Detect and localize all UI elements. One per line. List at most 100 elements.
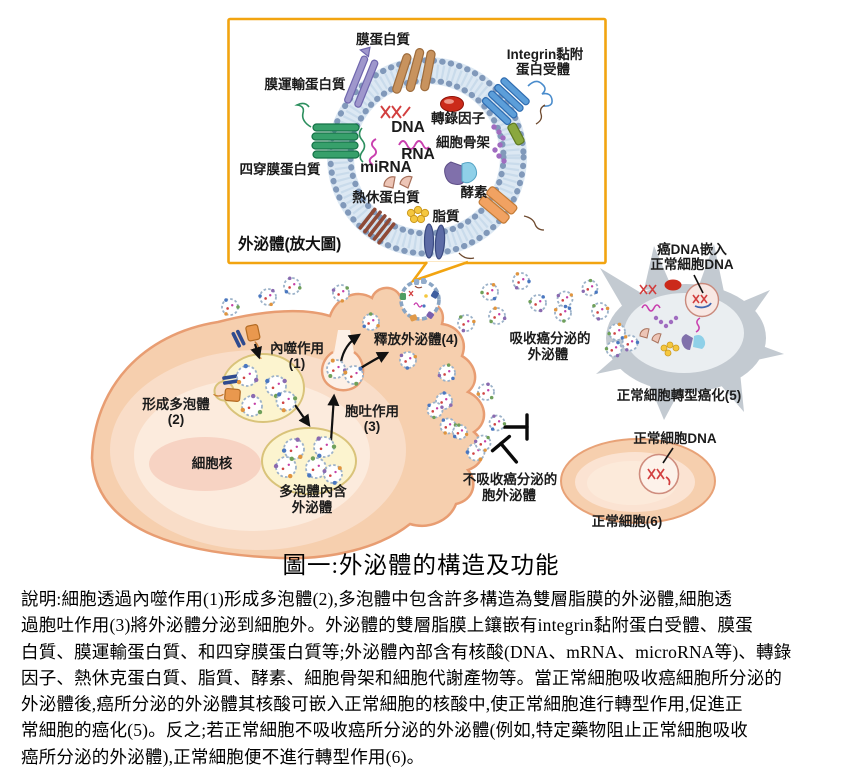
membrane-protein-navy-icon xyxy=(423,223,446,260)
mvb-transfer-arrow xyxy=(294,404,311,427)
label-cancer-dna-line2: 正常細胞DNA xyxy=(650,257,734,272)
exosome-vesicle xyxy=(488,306,507,325)
exosome-vesicle xyxy=(437,363,456,382)
label-nucleus: 細胞核 xyxy=(191,456,233,471)
label-enzyme: 酵素 xyxy=(460,185,488,200)
label-endocytosis: 內噬作用 xyxy=(270,341,324,356)
exosome-vesicle xyxy=(553,304,572,323)
exosome-vesicle xyxy=(265,375,287,399)
exosome-vesicle xyxy=(528,294,547,313)
dna-icon xyxy=(380,105,411,119)
label-exocytosis-num: (3) xyxy=(363,419,381,434)
label-exocytosis: 胞吐作用 xyxy=(345,404,399,419)
label-integrin-line2: 蛋白受體 xyxy=(516,62,570,77)
inhibition-symbol-2 xyxy=(490,434,519,464)
exosome-vesicle xyxy=(556,290,574,309)
cancer-dna-inclusion xyxy=(684,282,720,318)
membrane-transport-protein-icon xyxy=(344,46,379,108)
membrane-protein-orange-icon xyxy=(478,186,518,224)
dna-icon xyxy=(639,284,657,295)
label-heat-shock-protein: 熱休蛋白質 xyxy=(352,190,420,205)
normal-dna-pointer-line xyxy=(662,447,674,464)
label-cancer-dna-line1: 癌DNA嵌入 xyxy=(657,242,727,257)
description-line: 說明:細胞透過內噬作用(1)形成多泡體(2),多泡體中包含許多構造為雙層脂膜的外… xyxy=(21,589,733,609)
nucleus-shape xyxy=(149,437,261,491)
exosome-vesicle xyxy=(331,284,350,303)
exosome-magnified xyxy=(327,57,527,257)
exosome-vesicle xyxy=(281,437,305,460)
surface-receptor-icon xyxy=(231,324,262,360)
heat-shock-protein-icon xyxy=(383,175,413,189)
exosome-vesicle xyxy=(313,436,337,459)
normal-cell xyxy=(560,438,716,524)
rna-icon xyxy=(641,304,661,312)
label-mvb-contains-line1: 多泡體內含 xyxy=(279,484,347,499)
release-arrow-1 xyxy=(339,333,362,363)
lipid-icon xyxy=(406,205,430,224)
cytoskeleton-icon xyxy=(491,124,507,164)
label-transformed-cell: 正常細胞轉型癌化(5) xyxy=(616,388,742,403)
secreting-cell xyxy=(90,286,486,560)
exosome-vesicle xyxy=(275,390,298,413)
integrin-receptor-icon xyxy=(481,77,553,126)
transcription-factor-icon xyxy=(664,279,682,291)
exocytosis-arrow xyxy=(327,393,340,442)
label-membrane-protein: 膜蛋白質 xyxy=(356,32,410,47)
exosome-vesicle xyxy=(399,351,418,370)
description-line: 因子、熱休克蛋白質、脂質、酵素、細胞骨架和細胞代謝產物等。當正常細胞吸收癌細胞所… xyxy=(21,667,783,688)
label-membrane-transport-protein: 膜運輸蛋白質 xyxy=(264,77,346,92)
endocytosis-arrow xyxy=(250,343,262,360)
exosome-vesicle xyxy=(581,278,599,297)
exosome-vesicle xyxy=(473,434,492,452)
inset-title: 外泌體(放大圖) xyxy=(238,236,342,253)
description-line: 白質、膜運輸蛋白質、和四穿膜蛋白質等;外泌體內部含有核酸(DNA、mRNA、mi… xyxy=(21,641,792,662)
exosome-vesicle xyxy=(512,272,531,290)
label-integrin-line1: Integrin黏附 xyxy=(506,47,584,62)
enzyme-icon xyxy=(444,161,478,185)
exosome-field xyxy=(221,272,640,485)
label-normal-cell-dna: 正常細胞DNA xyxy=(633,431,717,446)
label-lipid: 脂質 xyxy=(432,209,460,224)
exosome-vesicle xyxy=(426,401,444,420)
mirna-icon xyxy=(695,317,701,333)
normal-dna-circle xyxy=(638,453,680,495)
label-transcription-factor: 轉錄因子 xyxy=(431,111,485,126)
cancer-dna-pointer-line xyxy=(693,274,704,294)
exosome-vesicle xyxy=(488,414,507,432)
exosome-vesicle xyxy=(439,417,458,435)
membrane-protein-rods-icon xyxy=(392,48,436,94)
label-endocytosis-num: (1) xyxy=(288,356,306,371)
label-mirna: miRNA xyxy=(360,159,412,176)
exosome-vesicle xyxy=(457,314,476,333)
cytoskeleton-icon xyxy=(653,315,679,329)
description-line: 外泌體後,癌所分泌的外泌體其核酸可嵌入正常細胞的核酸中,使正常細胞進行轉型作用,… xyxy=(21,694,743,715)
label-normal-cell: 正常細胞(6) xyxy=(591,514,663,529)
transcription-factor-icon xyxy=(440,96,464,112)
membrane-comb-protein-icon xyxy=(358,207,396,245)
transformed-cell-contents xyxy=(639,274,720,357)
exosome-vesicle xyxy=(236,363,259,387)
description-line: 癌所分泌的外泌體),正常細胞便不進行轉型作用(6)。 xyxy=(21,746,425,767)
internalized-receptor-icon xyxy=(213,374,241,402)
lipid-icon xyxy=(660,341,680,357)
membrane-rod-green-icon xyxy=(507,122,525,146)
exosome-vesicle xyxy=(591,302,610,321)
exosome-vesicle xyxy=(621,334,640,352)
label-rna: RNA xyxy=(401,146,435,163)
exosome-vesicle xyxy=(476,382,495,401)
label-mvb-contains-line2: 外泌體 xyxy=(291,500,333,515)
heat-shock-protein-icon xyxy=(639,328,662,344)
process-arrows xyxy=(250,333,390,442)
exosome-vesicle xyxy=(258,288,277,307)
label-tetraspanin: 四穿膜蛋白質 xyxy=(239,162,321,177)
label-form-mvb: 形成多泡體 xyxy=(142,397,210,412)
released-exosome-large xyxy=(399,278,441,322)
enzyme-icon xyxy=(681,334,706,350)
tetraspanin-protein-icon xyxy=(294,102,366,163)
exosome-vesicle xyxy=(607,322,626,341)
inset-callout-tail xyxy=(409,260,469,284)
mirna-icon xyxy=(368,138,378,166)
exosome-vesicle xyxy=(283,276,302,295)
